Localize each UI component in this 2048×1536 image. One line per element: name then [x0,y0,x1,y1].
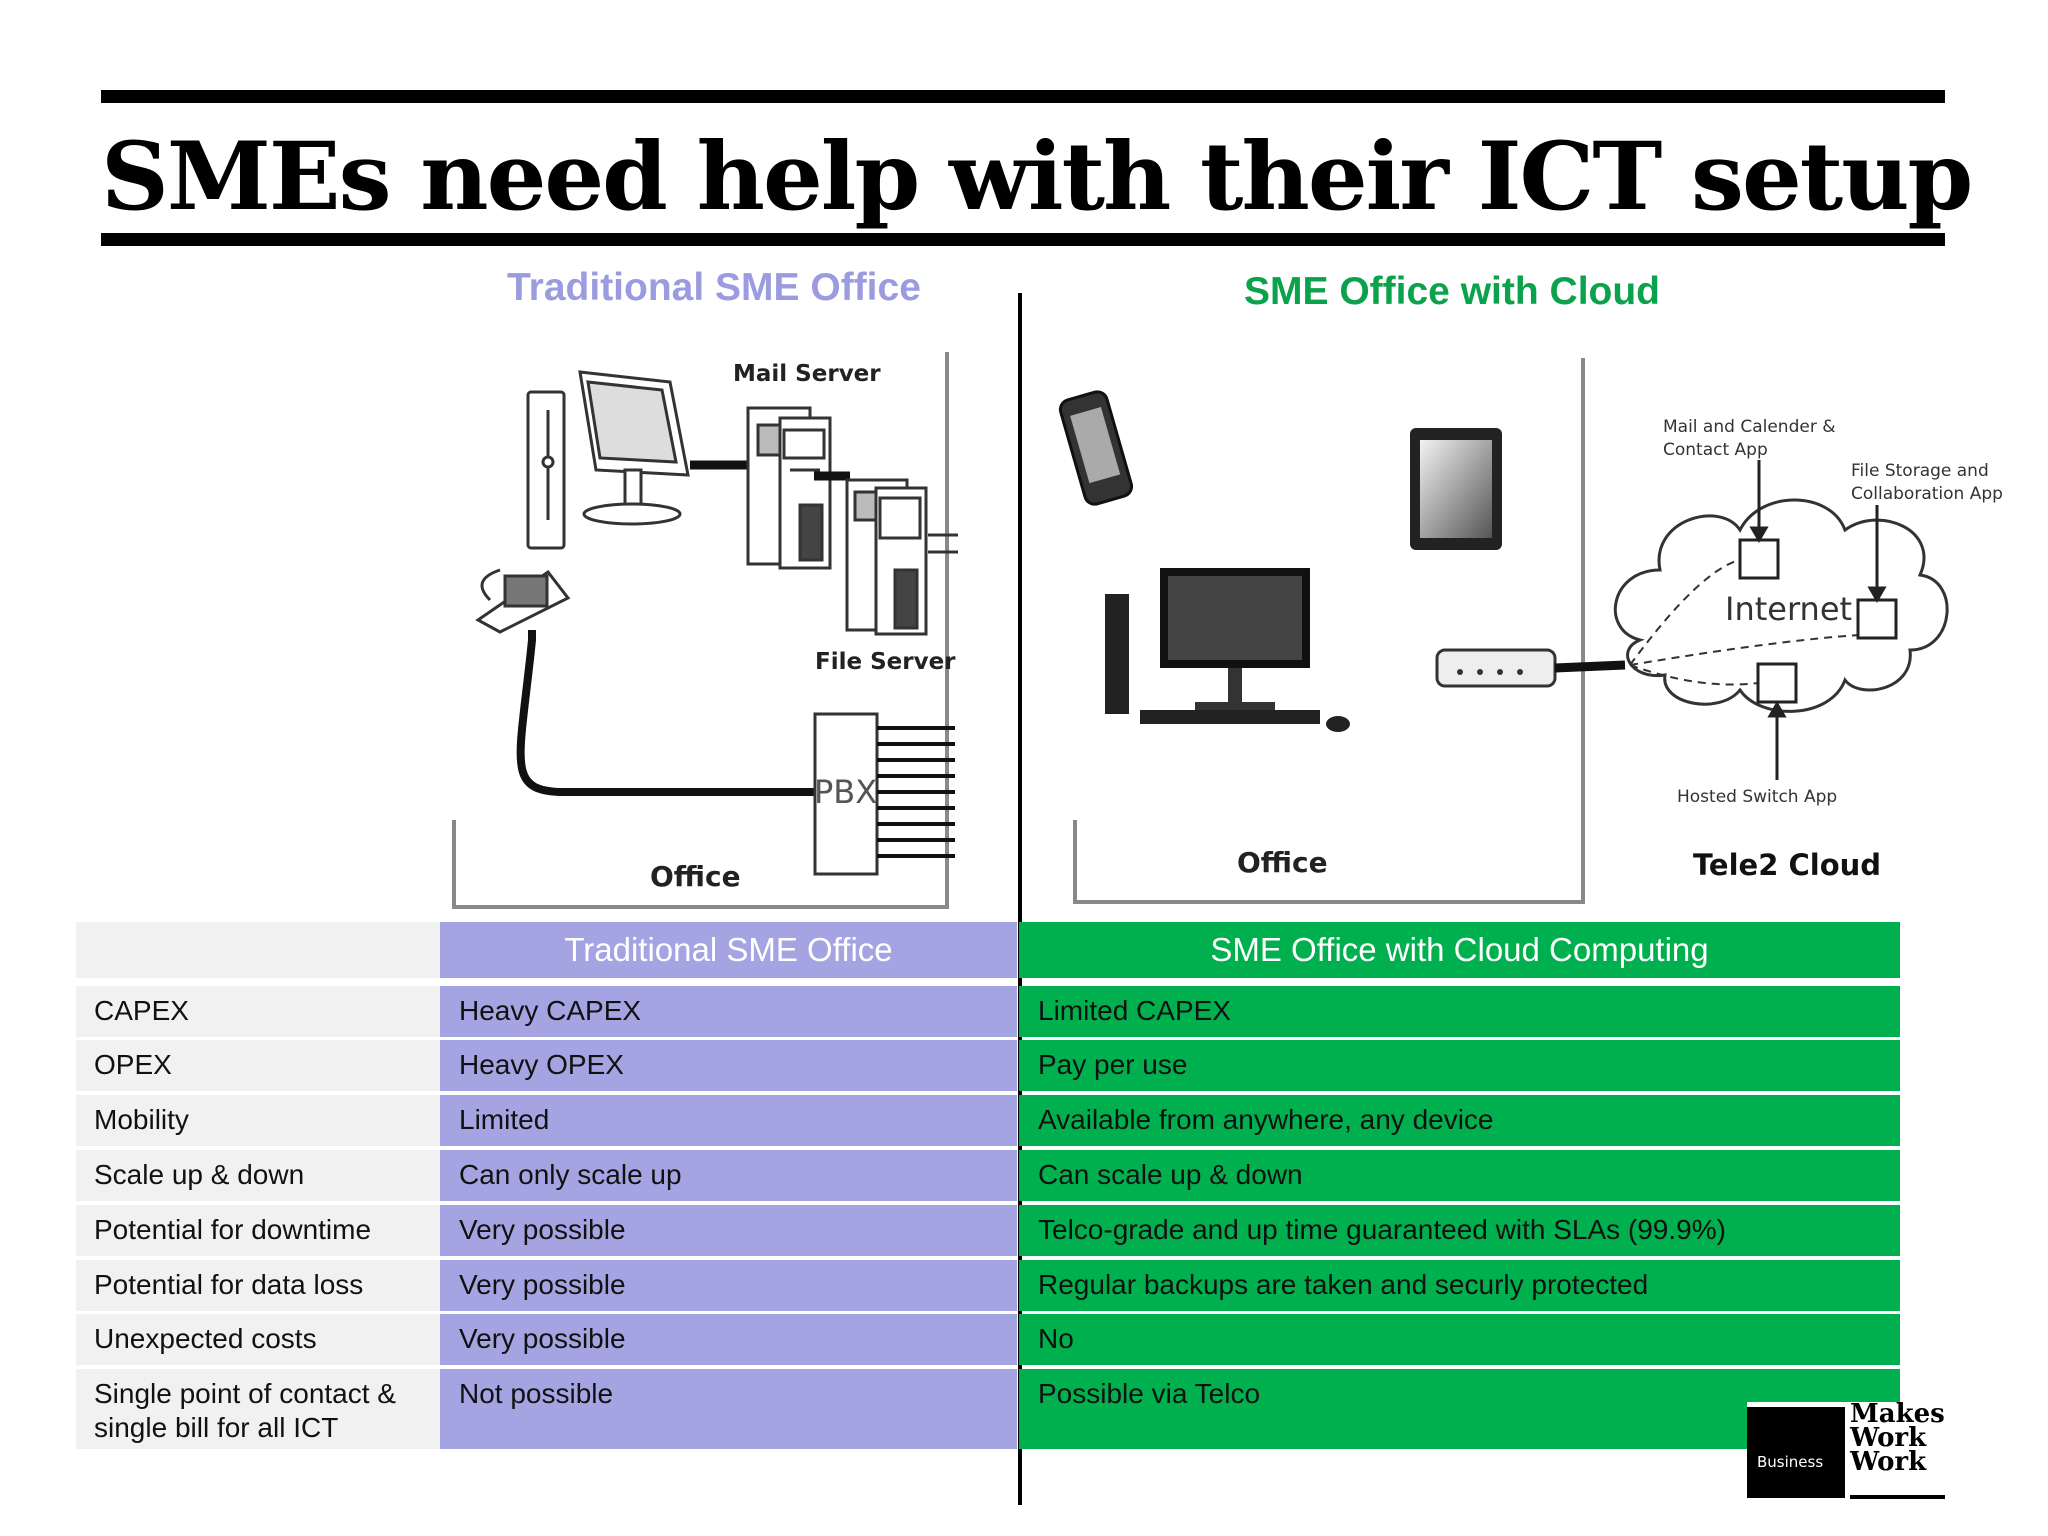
desktop-computer-icon [1105,568,1350,732]
office-boundary-right [1073,358,1585,904]
desktop-computer-icon [526,370,690,550]
tablet-icon [1410,428,1502,550]
row-label: Unexpected costs [76,1314,440,1365]
server-icon [746,406,832,570]
traditional-value: Very possible [440,1205,1017,1256]
top-rule [101,90,1945,103]
page-title: SMEs need help with their ICT setup [101,122,1973,232]
hosted-switch-label: Hosted Switch App [1677,787,1838,807]
logo-mark: Business [1747,1407,1845,1498]
row-label: OPEX [76,1040,440,1091]
left-heading: Traditional SME Office [507,266,921,309]
pbx-icon [813,712,955,876]
center-divider [1018,293,1022,1505]
table-row: Mobility Limited Available from anywhere… [76,1095,1900,1146]
app-box-icons [1738,538,1898,704]
table-row: Scale up & down Can only scale up Can sc… [76,1150,1900,1201]
table-header-row: Traditional SME Office SME Office with C… [76,922,1900,978]
header-cell-cloud: SME Office with Cloud Computing [1019,922,1900,978]
office-label-left: Office [650,860,741,893]
cloud-value: Limited CAPEX [1019,986,1900,1037]
file-server-label: File Server [815,649,956,675]
phone-cable [516,630,818,796]
cloud-value: Regular backups are taken and securly pr… [1019,1260,1900,1311]
traditional-value: Very possible [440,1260,1017,1311]
traditional-value: Very possible [440,1314,1017,1365]
office-boundary-left [452,352,949,909]
cloud-value: No [1019,1314,1900,1365]
logo-tagline: Makes Work Work [1850,1399,1945,1477]
file-app-label: File Storage and Collaboration App [1851,461,2003,504]
row-label: CAPEX [76,986,440,1037]
table-row: CAPEX Heavy CAPEX Limited CAPEX [76,986,1900,1037]
mail-server-label: Mail Server [733,361,881,387]
traditional-value: Heavy CAPEX [440,986,1017,1037]
tele2-cloud-label: Tele2 Cloud [1693,848,1882,882]
table-row: OPEX Heavy OPEX Pay per use [76,1040,1900,1091]
bottom-rule [101,233,1945,246]
cloud-links [1629,559,1861,686]
cloud-value: Can scale up & down [1019,1150,1900,1201]
office-label-right: Office [1237,846,1328,879]
traditional-value: Limited [440,1095,1017,1146]
table-row: Potential for downtime Very possible Tel… [76,1205,1900,1256]
traditional-value: Heavy OPEX [440,1040,1017,1091]
cloud-value: Available from anywhere, any device [1019,1095,1900,1146]
router-icon [1435,648,1557,688]
row-label: Potential for data loss [76,1260,440,1311]
header-cell-empty [76,922,440,978]
internet-label: Internet [1725,590,1853,628]
smartphone-icon [1058,390,1134,506]
table-row: Single point of contact & single bill fo… [76,1369,1900,1449]
row-label: Mobility [76,1095,440,1146]
mail-app-label: Mail and Calender & Contact App [1663,417,1836,460]
traditional-value: Not possible [440,1369,1017,1449]
logo-underline [1850,1495,1945,1499]
row-label: Potential for downtime [76,1205,440,1256]
header-cell-traditional: Traditional SME Office [440,922,1017,978]
row-label: Scale up & down [76,1150,440,1201]
link-router-cloud [1554,660,1626,673]
cloud-icon [1613,498,1949,713]
row-label: Single point of contact & single bill fo… [76,1369,440,1449]
cloud-value: Pay per use [1019,1040,1900,1091]
app-pointer-arrows [1749,460,1887,780]
table-row: Unexpected costs Very possible No [76,1314,1900,1365]
cloud-value: Telco-grade and up time guaranteed with … [1019,1205,1900,1256]
logo-small-text: Business [1757,1453,1824,1471]
brand-logo: Business Makes Work Work [1747,1399,1945,1499]
desk-phone-icon [475,568,571,634]
right-heading: SME Office with Cloud [1244,270,1660,313]
traditional-value: Can only scale up [440,1150,1017,1201]
server-icon [845,478,958,636]
table-row: Potential for data loss Very possible Re… [76,1260,1900,1311]
pbx-label: PBX [814,773,878,811]
